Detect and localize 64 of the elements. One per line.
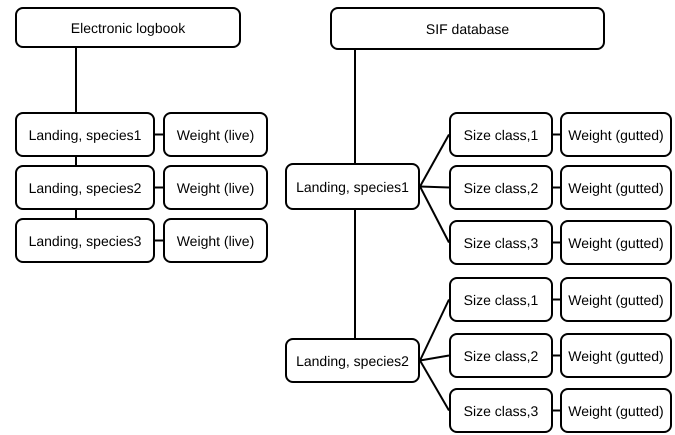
- process-box: [560, 277, 672, 322]
- box-label: Weight (gutted): [568, 292, 664, 308]
- process-box: [449, 165, 553, 210]
- box-label: Weight (gutted): [568, 180, 664, 196]
- box-label: Weight (gutted): [568, 234, 664, 250]
- process-box: [560, 220, 672, 265]
- process-box: [560, 388, 672, 433]
- process-box: [560, 112, 672, 157]
- process-box: [15, 7, 241, 48]
- connector-line: [553, 354, 560, 356]
- process-box: [15, 112, 155, 157]
- process-box: [163, 218, 268, 263]
- box-label: Electronic logbook: [70, 20, 186, 36]
- connector-line: [553, 186, 560, 188]
- box-label: Weight (live): [176, 126, 254, 142]
- connector-line: [553, 242, 560, 244]
- connector-line: [75, 157, 77, 165]
- process-box: [330, 7, 605, 50]
- connector-line: [420, 186, 450, 188]
- box-label: SIF database: [426, 20, 510, 36]
- connector-line: [419, 360, 450, 411]
- connector-line: [75, 48, 77, 112]
- process-box: [285, 163, 420, 210]
- connector-line: [75, 210, 77, 218]
- box-label: Weight (gutted): [568, 402, 664, 418]
- box-label: Landing, species3: [28, 232, 142, 248]
- connector-line: [553, 298, 560, 300]
- box-label: Size class,2: [464, 348, 538, 364]
- process-box: [449, 388, 553, 433]
- process-box: [560, 333, 672, 378]
- connector-line: [419, 186, 450, 243]
- box-label: Landing, species2: [296, 352, 409, 368]
- box-label: Size class,3: [464, 402, 538, 418]
- box-label: Size class,3: [464, 234, 538, 250]
- process-box: [163, 112, 268, 157]
- connector-line: [354, 50, 356, 163]
- connector-line: [419, 134, 450, 187]
- connector-line: [155, 186, 163, 188]
- connector-line: [553, 410, 560, 412]
- box-label: Size class,1: [464, 126, 538, 142]
- process-box: [285, 338, 420, 383]
- process-box: [449, 333, 553, 378]
- connector-line: [155, 240, 163, 242]
- box-label: Landing, species2: [28, 180, 142, 196]
- box-label: Weight (live): [176, 232, 254, 248]
- process-box: [449, 220, 553, 265]
- box-label: Size class,2: [464, 180, 538, 196]
- box-label: Weight (live): [176, 180, 254, 196]
- process-box: [163, 165, 268, 210]
- box-label: Landing, species1: [296, 178, 409, 194]
- process-box: [449, 277, 553, 322]
- process-box: [15, 218, 155, 263]
- process-box: [560, 165, 672, 210]
- process-box: [449, 112, 553, 157]
- box-label: Landing, species1: [28, 126, 142, 142]
- connector-line: [420, 354, 450, 362]
- connector-line: [419, 299, 450, 361]
- box-label: Weight (gutted): [568, 348, 664, 364]
- connector-line: [354, 210, 356, 338]
- connector-line: [155, 134, 163, 136]
- connector-line: [553, 134, 560, 136]
- process-box: [15, 165, 155, 210]
- box-label: Weight (gutted): [568, 126, 664, 142]
- box-label: Size class,1: [464, 292, 538, 308]
